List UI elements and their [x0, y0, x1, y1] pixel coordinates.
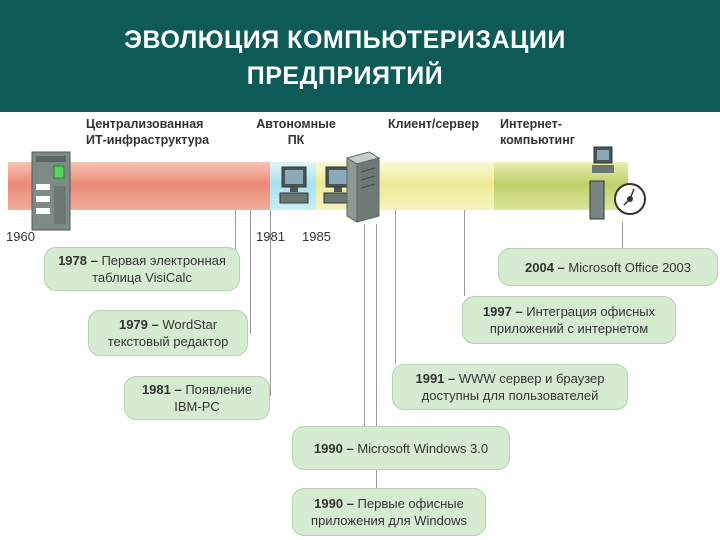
event-line: 1990 – Первые офисные: [293, 495, 485, 512]
event-text: IBM-PC: [174, 399, 220, 414]
event-year: 1981 –: [141, 382, 182, 397]
event-text: Первая электронная: [101, 253, 226, 268]
event-box-1991: 1991 – WWW сервер и браузер доступны для…: [392, 364, 628, 410]
era-label-line: ПК: [287, 133, 305, 147]
event-line: 2004 – Microsoft Office 2003: [499, 259, 717, 276]
event-year: 2004 –: [525, 259, 565, 275]
connector-line: [235, 210, 236, 264]
connector-line: [395, 210, 396, 364]
era-label-client-server: Клиент/сервер: [388, 116, 479, 132]
event-year: 1978 –: [58, 253, 98, 268]
pc-icon: [323, 166, 353, 204]
era-label-line: Автономные: [256, 117, 336, 131]
era-label-standalone-pc: Автономные ПК: [254, 116, 338, 148]
mainframe-icon: [31, 151, 71, 231]
era-label-line: компьютинг: [500, 133, 575, 147]
event-line: 1978 – Первая электронная: [45, 252, 239, 269]
server-icon: [345, 151, 381, 223]
event-text: WWW сервер и браузер: [458, 371, 605, 386]
title-line-1: ЭВОЛЮЦИЯ КОМПЬЮТЕРИЗАЦИИ: [124, 26, 566, 54]
event-text: Первые офисные: [357, 496, 464, 511]
connector-line: [250, 210, 251, 334]
event-text: приложений с интернетом: [489, 321, 649, 336]
connector-line: [464, 210, 465, 296]
event-text: Microsoft Office 2003: [568, 259, 691, 275]
event-line: 1997 – Интеграция офисных: [463, 303, 675, 320]
connector-line: [376, 224, 377, 488]
era-label-line: Интернет-: [500, 117, 562, 131]
event-text: Появление: [185, 382, 253, 397]
era-label-line: Клиент/сервер: [388, 117, 479, 131]
era-label-line: Централизованная: [86, 117, 204, 131]
era-label-centralized: Централизованная ИТ-инфраструктура: [86, 116, 209, 148]
event-text: приложения для Windows: [311, 513, 467, 528]
connector-line: [364, 224, 365, 426]
event-year: 1991 –: [415, 371, 456, 386]
event-box-1981: 1981 – Появление IBM-PC: [124, 376, 270, 420]
event-year: 1979 –: [118, 317, 159, 332]
event-line: 1981 – Появление: [125, 381, 269, 398]
event-box-1990-office: 1990 – Первые офисные приложения для Win…: [292, 488, 486, 536]
event-box-1990-windows: 1990 – Microsoft Windows 3.0: [292, 426, 510, 470]
era-label-line: ИТ-инфраструктура: [86, 133, 210, 147]
network-globe-icon: [589, 146, 646, 220]
event-text: таблица VisiCalc: [92, 270, 192, 285]
event-box-2004: 2004 – Microsoft Office 2003: [498, 248, 718, 286]
connector-line: [270, 210, 271, 396]
event-text: текстовый редактор: [107, 334, 229, 349]
event-year: 1997 –: [482, 304, 523, 319]
connector-line: [622, 222, 623, 248]
event-line: 1979 – WordStar: [89, 316, 247, 333]
event-text: Microsoft Windows 3.0: [357, 440, 489, 456]
event-text: WordStar: [162, 317, 218, 332]
year-label-1960: 1960: [6, 229, 35, 244]
event-line: 1990 – Microsoft Windows 3.0: [293, 440, 509, 457]
pc-icon: [279, 166, 309, 204]
event-box-1978: 1978 – Первая электронная таблица VisiCa…: [44, 247, 240, 291]
event-year: 1990 –: [314, 496, 354, 511]
title-banner: ЭВОЛЮЦИЯ КОМПЬЮТЕРИЗАЦИИ ПРЕДПРИЯТИЙ: [0, 0, 720, 112]
event-line: 1991 – WWW сервер и браузер: [393, 370, 627, 387]
year-label-1985: 1985: [302, 229, 331, 244]
title-line-2: ПРЕДПРИЯТИЙ: [246, 62, 444, 90]
event-box-1997: 1997 – Интеграция офисных приложений с и…: [462, 296, 676, 344]
event-text: доступны для пользователей: [421, 388, 599, 403]
event-text: Интеграция офисных: [526, 304, 656, 319]
event-box-1979: 1979 – WordStar текстовый редактор: [88, 310, 248, 356]
event-year: 1990 –: [313, 440, 354, 456]
era-label-internet: Интернет- компьютинг: [500, 116, 575, 148]
